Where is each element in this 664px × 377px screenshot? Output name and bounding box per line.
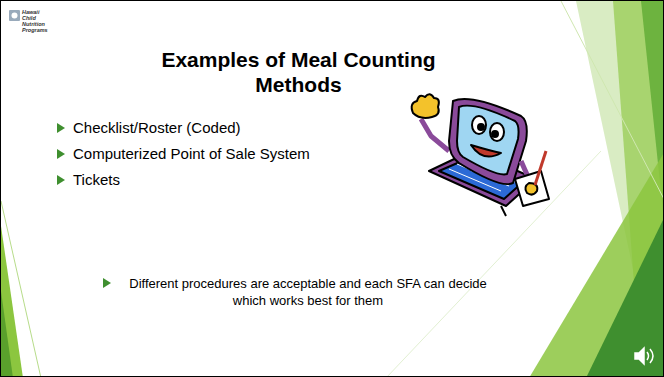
slide-title: Examples of Meal Counting Methods bbox=[151, 47, 446, 97]
deco-line bbox=[561, 1, 664, 201]
bullet-item: Computerized Point of Sale System bbox=[73, 145, 310, 163]
laptop-cartoon bbox=[412, 94, 549, 216]
deco-line bbox=[1, 201, 41, 377]
corner-shape bbox=[529, 151, 664, 377]
corner-shape bbox=[1, 291, 13, 377]
speaker-icon bbox=[635, 348, 653, 364]
bullet-item: Checklist/Roster (Coded) bbox=[73, 119, 241, 137]
bullet-item: Tickets bbox=[73, 171, 120, 189]
logo-text: Hawaii Child Nutrition Programs bbox=[22, 9, 52, 33]
deco-line bbox=[386, 151, 601, 377]
logo-icon bbox=[9, 10, 20, 21]
sub-bullet-note: Different procedures are acceptable and … bbox=[101, 275, 501, 309]
corner-shape bbox=[586, 216, 664, 377]
